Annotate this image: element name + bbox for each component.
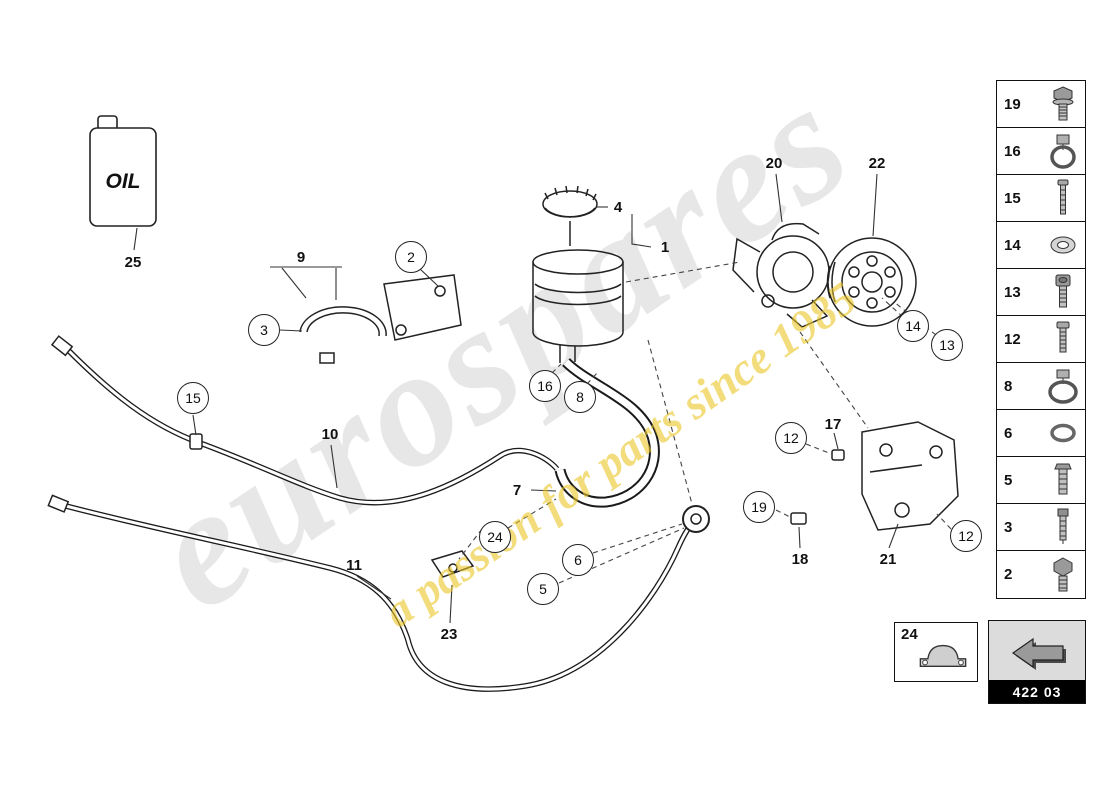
legend-row-2[interactable]: 2 xyxy=(997,551,1085,598)
legend-row-5[interactable]: 5 xyxy=(997,457,1085,504)
legend-row-3[interactable]: 3 xyxy=(997,504,1085,551)
socket-bolt-icon xyxy=(1046,273,1080,311)
pipe-11-drawing xyxy=(47,494,710,692)
washer-icon xyxy=(1046,230,1080,260)
legend-part-number: 16 xyxy=(1004,142,1021,160)
callout-24[interactable]: 24 xyxy=(479,521,511,553)
legend-part-number: 6 xyxy=(1004,424,1013,442)
direction-arrow-icon xyxy=(989,621,1085,680)
legend-part-number: 3 xyxy=(1004,518,1013,536)
callout-7[interactable]: 7 xyxy=(512,481,522,499)
callout-23[interactable]: 23 xyxy=(440,625,458,643)
legend-part-number: 12 xyxy=(1004,330,1021,348)
callout-3[interactable]: 3 xyxy=(248,314,280,346)
legend-row-13[interactable]: 13 xyxy=(997,269,1085,316)
callout-18[interactable]: 18 xyxy=(791,550,809,568)
legend-part-number: 8 xyxy=(1004,377,1013,395)
callout-17[interactable]: 17 xyxy=(824,415,842,433)
fastener-legend: 19 16 15 14 13 xyxy=(996,80,1086,599)
callout-5[interactable]: 5 xyxy=(527,573,559,605)
pan-head-screw-icon xyxy=(1046,178,1080,218)
legend-part-number: 13 xyxy=(1004,283,1021,301)
mount-bracket-drawing xyxy=(790,421,959,531)
hex-screw-icon xyxy=(1046,461,1080,499)
o-ring-icon xyxy=(1046,419,1080,447)
hose-7-drawing xyxy=(554,357,660,508)
callout-13[interactable]: 13 xyxy=(931,329,963,361)
callout-11[interactable]: 11 xyxy=(346,556,362,574)
callout-16[interactable]: 16 xyxy=(529,370,561,402)
flange-bolt-icon xyxy=(1046,85,1080,123)
callout-9[interactable]: 9 xyxy=(296,248,306,266)
callout-15[interactable]: 15 xyxy=(177,382,209,414)
leader-lines xyxy=(133,173,899,624)
hose-clamp-icon xyxy=(1046,132,1080,170)
pipe-10-drawing xyxy=(50,335,560,506)
legend-row-14[interactable]: 14 xyxy=(997,222,1085,269)
legend-row-6[interactable]: 6 xyxy=(997,410,1085,457)
hose-clamp-icon xyxy=(1046,367,1080,405)
pulley-drawing xyxy=(826,237,917,327)
legend-row-12[interactable]: 12 xyxy=(997,316,1085,363)
legend-row-19[interactable]: 19 xyxy=(997,81,1085,128)
bracket-23-drawing xyxy=(430,550,475,578)
legend-row-15[interactable]: 15 xyxy=(997,175,1085,222)
cheese-head-screw-icon xyxy=(1046,507,1080,547)
diagram-code-box[interactable]: 422 03 xyxy=(988,620,1086,704)
callout-19[interactable]: 19 xyxy=(743,491,775,523)
legend-part-number: 5 xyxy=(1004,471,1013,489)
clamp-box-number: 24 xyxy=(901,626,918,643)
reservoir-bracket-drawing xyxy=(299,274,462,364)
callout-14[interactable]: 14 xyxy=(897,310,929,342)
pump-drawing xyxy=(732,222,830,328)
callout-2[interactable]: 2 xyxy=(395,241,427,273)
legend-part-number: 14 xyxy=(1004,236,1021,254)
hex-bolt-icon xyxy=(1046,556,1080,594)
machine-screw-icon xyxy=(1046,320,1080,358)
callout-12-a[interactable]: 12 xyxy=(775,422,807,454)
callout-25[interactable]: 25 xyxy=(124,253,142,271)
callout-10[interactable]: 10 xyxy=(321,425,339,443)
callout-20[interactable]: 20 xyxy=(765,154,783,172)
callout-21[interactable]: 21 xyxy=(879,550,897,568)
callout-12-b[interactable]: 12 xyxy=(950,520,982,552)
clamp-detail-box[interactable]: 24 xyxy=(894,622,978,682)
legend-part-number: 2 xyxy=(1004,566,1013,583)
legend-row-16[interactable]: 16 xyxy=(997,128,1085,175)
callout-4[interactable]: 4 xyxy=(613,198,623,216)
legend-part-number: 19 xyxy=(1004,95,1021,113)
callout-1[interactable]: 1 xyxy=(660,238,670,256)
legend-part-number: 15 xyxy=(1004,189,1021,207)
oil-label: OIL xyxy=(106,170,141,193)
diagram-code: 422 03 xyxy=(989,680,1085,703)
callout-6[interactable]: 6 xyxy=(562,544,594,576)
callout-8[interactable]: 8 xyxy=(564,381,596,413)
legend-row-8[interactable]: 8 xyxy=(997,363,1085,410)
saddle-clamp-icon xyxy=(915,638,971,677)
callout-22[interactable]: 22 xyxy=(868,154,886,172)
reservoir-drawing xyxy=(532,185,624,363)
oil-container-drawing: OIL xyxy=(89,115,157,227)
